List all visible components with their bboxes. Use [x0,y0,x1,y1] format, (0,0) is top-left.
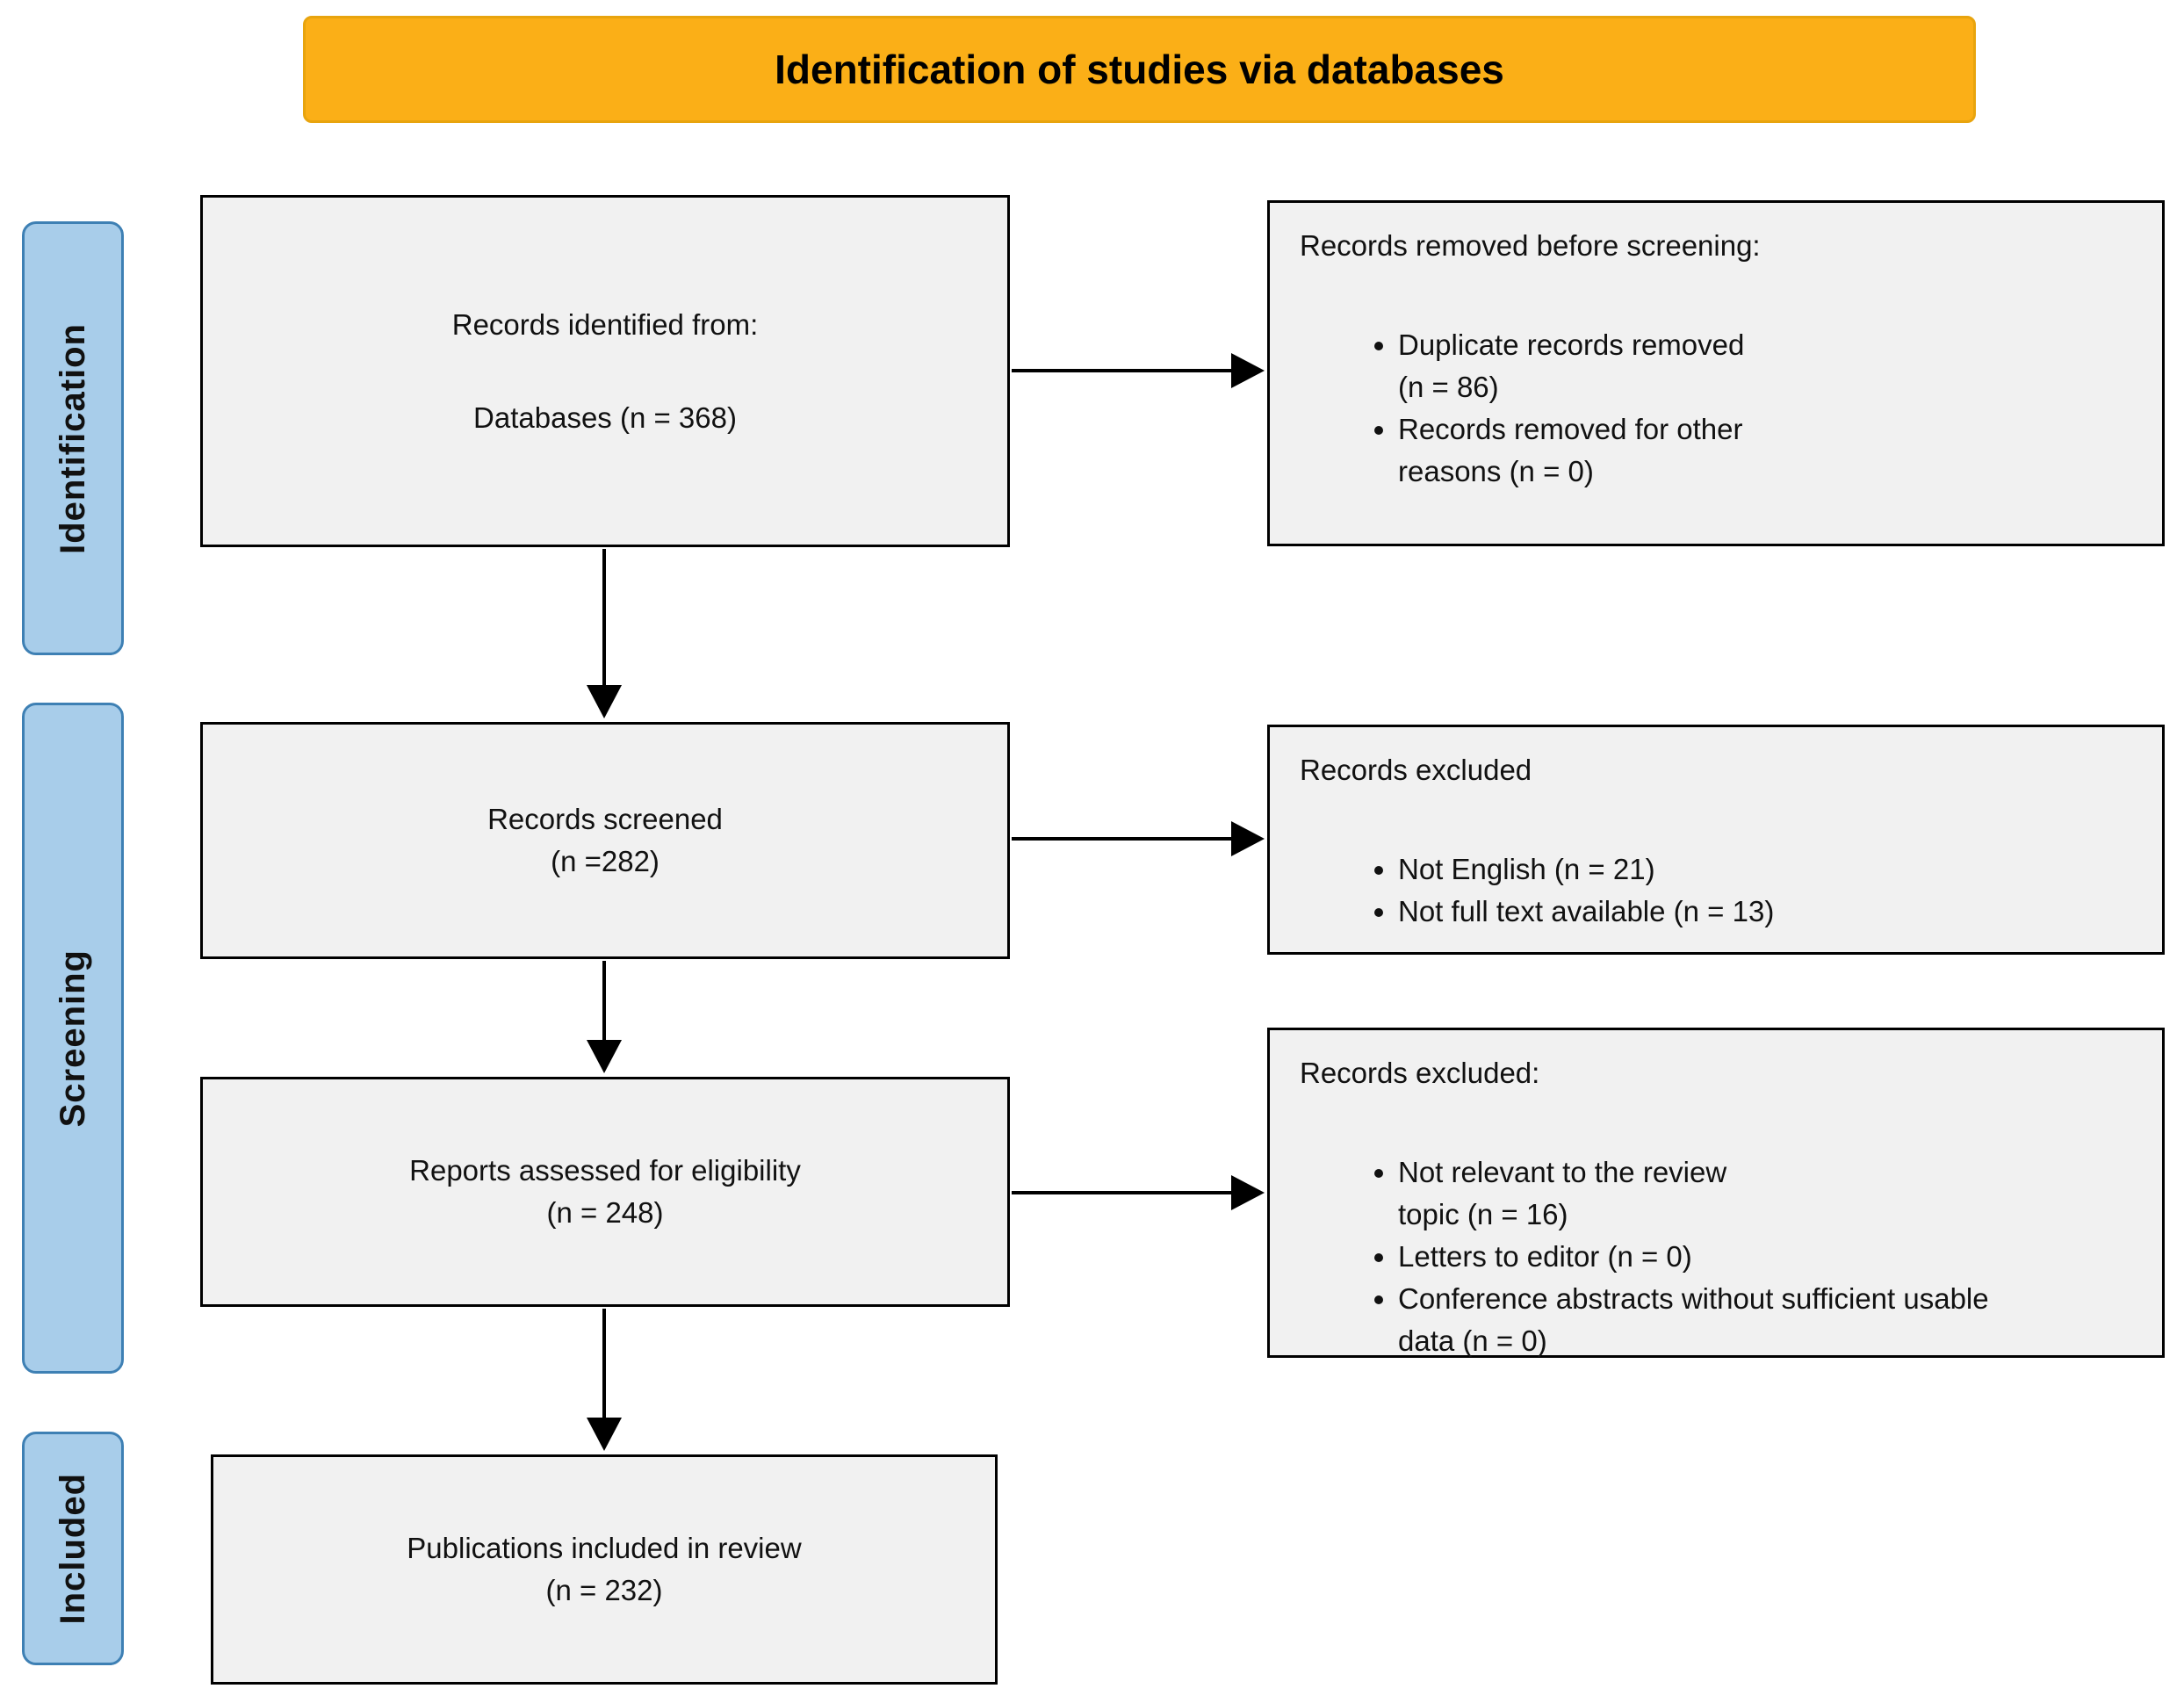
arrow-screened-to-excluded [1012,821,1265,856]
box-records-removed-before-screening: Records removed before screening: Duplic… [1267,200,2165,546]
stage-tab-identification: Identification [22,221,124,655]
box-records-removed-title: Records removed before screening: [1300,229,1761,262]
stage-tab-included-label: Included [53,1472,92,1625]
box-publications-included: Publications included in review (n = 232… [211,1454,998,1685]
box-records-identified-title: Records identified from: [451,307,759,341]
list-item: Not relevant to the review topic (n = 16… [1398,1151,2136,1236]
stage-tab-included: Included [22,1432,124,1665]
arrow-screened-to-assessed [587,961,622,1073]
banner-title: Identification of studies via databases [303,16,1976,123]
box-records-excluded-screening-title: Records excluded [1300,754,1532,786]
list-item: Not full text available (n = 13) [1398,891,2136,933]
box-reports-assessed: Reports assessed for eligibility (n = 24… [200,1077,1010,1307]
list-item: Duplicate records removed (n = 86) [1398,324,2136,408]
box-records-excluded-screening: Records excluded Not English (n = 21) No… [1267,725,2165,955]
box-records-excluded-eligibility: Records excluded: Not relevant to the re… [1267,1028,2165,1358]
stage-tab-screening-label: Screening [53,949,92,1128]
list-item: Not English (n = 21) [1398,848,2136,891]
records-excluded-screening-list: Not English (n = 21) Not full text avail… [1300,848,2136,933]
box-records-screened-title: Records screened [487,803,723,836]
stage-tab-screening: Screening [22,703,124,1374]
banner-title-label: Identification of studies via databases [775,47,1504,92]
stage-tab-identification-label: Identification [53,322,92,554]
arrow-assessed-to-excluded [1012,1175,1265,1210]
box-records-identified-count: Databases (n = 368) [473,400,737,434]
box-records-excluded-eligibility-title: Records excluded: [1300,1057,1540,1089]
box-publications-included-count: (n = 232) [545,1574,663,1606]
arrow-assessed-to-included [587,1309,622,1451]
records-removed-list: Duplicate records removed (n = 86) Recor… [1300,324,2136,492]
list-item: Records removed for other reasons (n = 0… [1398,408,2136,493]
arrow-identified-to-removed [1012,353,1265,388]
arrow-identified-to-screened [587,549,622,718]
list-item: Conference abstracts without sufficient … [1398,1278,2136,1362]
box-reports-assessed-title: Reports assessed for eligibility [409,1154,801,1187]
box-reports-assessed-count: (n = 248) [546,1196,664,1229]
box-publications-included-title: Publications included in review [407,1532,802,1565]
box-records-identified: Records identified from: Databases (n = … [200,195,1010,547]
list-item: Letters to editor (n = 0) [1398,1236,2136,1278]
records-excluded-eligibility-list: Not relevant to the review topic (n = 16… [1300,1151,2136,1361]
box-records-screened-count: (n =282) [551,845,660,877]
box-records-screened: Records screened (n =282) [200,722,1010,959]
